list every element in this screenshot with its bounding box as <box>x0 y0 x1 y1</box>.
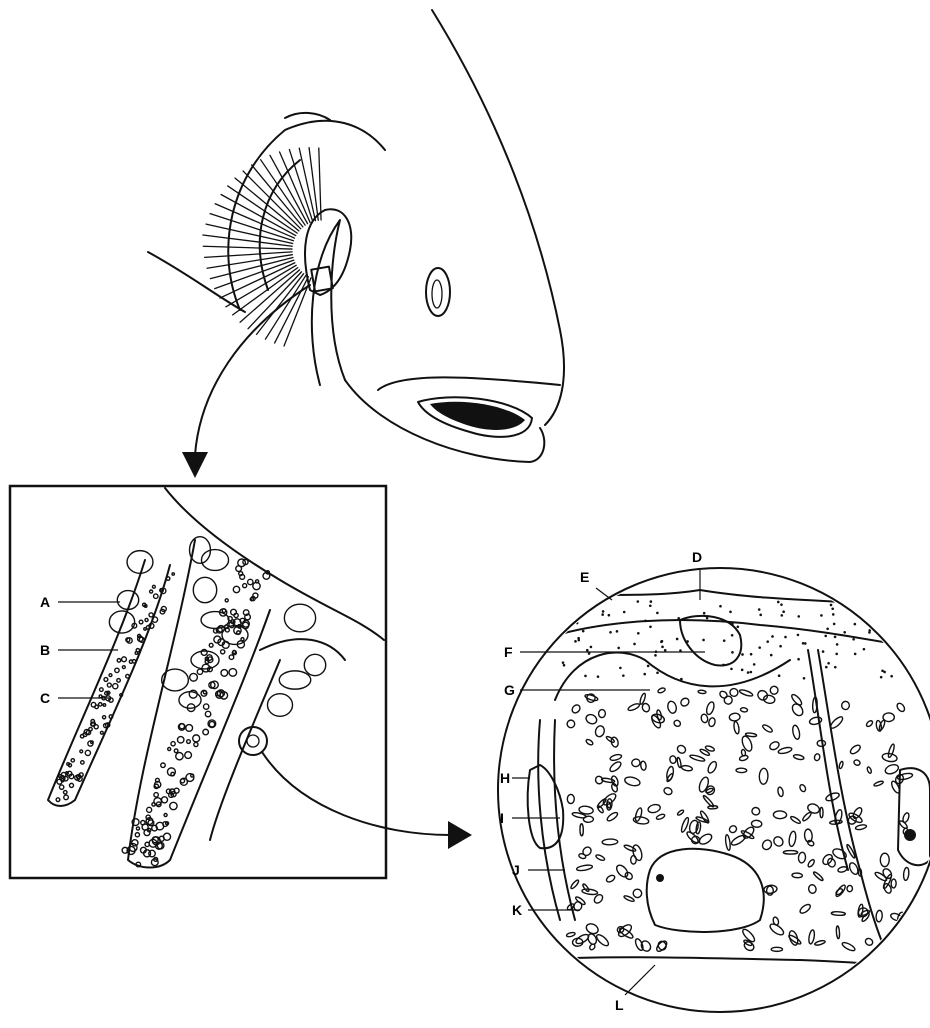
arrow-to-detail <box>262 752 472 849</box>
section-labels: A B C <box>40 594 120 706</box>
highlighted-cell <box>239 727 267 755</box>
label-a: A <box>40 594 50 610</box>
gill-fan <box>203 113 385 346</box>
gill-cover-outline <box>312 220 345 385</box>
gill-section-panel <box>10 486 386 878</box>
fish-head-outline <box>432 10 564 425</box>
fish-eye <box>426 268 450 316</box>
label-d: D <box>692 549 702 565</box>
label-k: K <box>512 902 522 918</box>
label-j: J <box>512 862 520 878</box>
label-e: E <box>580 569 589 585</box>
label-c: C <box>40 690 50 706</box>
label-g: G <box>504 682 515 698</box>
fish-pupil <box>432 280 442 308</box>
label-h: H <box>500 770 510 786</box>
detail-circle-panel <box>498 568 930 1012</box>
arrow-to-section <box>182 285 310 478</box>
label-i: I <box>500 810 504 826</box>
label-b: B <box>40 642 50 658</box>
upper-lip <box>378 377 560 390</box>
label-f: F <box>504 644 513 660</box>
label-l: L <box>615 997 624 1013</box>
